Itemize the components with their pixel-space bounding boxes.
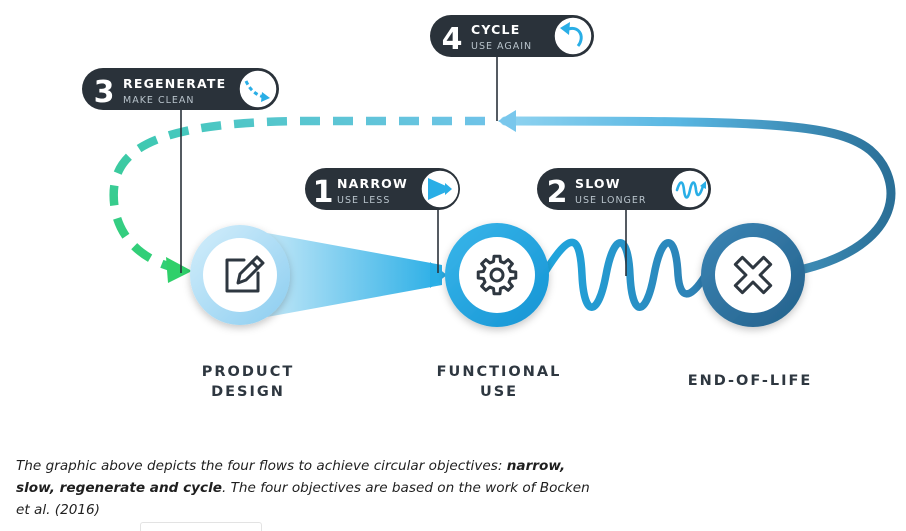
pill-regenerate-number: 3 xyxy=(94,75,115,110)
wave-icon xyxy=(675,181,706,199)
regenerate-arrowhead xyxy=(166,257,192,283)
caption-prefix: The graphic above depicts the four flows… xyxy=(16,458,507,474)
pill-slow-subtitle: USE LONGER xyxy=(575,195,647,206)
pill-narrow-title: NARROW xyxy=(337,176,408,191)
pill-narrow-number: 1 xyxy=(313,175,334,210)
pill-cycle: 4 CYCLE USE AGAIN xyxy=(430,15,594,57)
pill-cycle-number: 4 xyxy=(442,22,463,57)
partial-box xyxy=(140,522,262,531)
narrow-flow-cone xyxy=(240,228,442,322)
caption-bold: narrow, slow, regenerate and cycle xyxy=(16,458,566,496)
node-label-functional-use-1: FUNCTIONAL xyxy=(437,364,562,380)
node-functional-use xyxy=(445,223,549,327)
x-cross-icon xyxy=(733,255,773,295)
pill-narrow-subtitle: USE LESS xyxy=(337,195,390,206)
gear-icon xyxy=(476,254,518,296)
narrow-arrowhead xyxy=(430,262,447,288)
slow-wave-flow xyxy=(541,238,709,311)
caption: The graphic above depicts the four flows… xyxy=(16,455,606,521)
pill-regenerate-subtitle: MAKE CLEAN xyxy=(123,95,194,106)
node-label-functional-use-2: USE xyxy=(480,384,518,400)
narrow-flow-icon xyxy=(428,178,452,200)
cycle-arrowhead xyxy=(498,110,516,132)
pill-cycle-subtitle: USE AGAIN xyxy=(471,41,532,52)
dashed-arrow-icon xyxy=(244,80,270,102)
pill-slow: 2 SLOW USE LONGER xyxy=(537,168,711,210)
pill-narrow: 1 NARROW USE LESS xyxy=(305,168,460,210)
regenerate-dashed-arrow xyxy=(109,116,485,273)
pill-regenerate: 3 REGENERATE MAKE CLEAN xyxy=(82,68,279,110)
pill-slow-number: 2 xyxy=(547,175,568,210)
circular-flows-diagram: PRODUCT DESIGN FUNCTIONAL USE END-OF-LIF… xyxy=(82,15,896,400)
cycle-loop-arrow xyxy=(500,116,896,275)
node-label-product-design-2: DESIGN xyxy=(211,384,285,400)
caption-suffix: . The four objectives are based on the w… xyxy=(16,480,590,518)
pill-cycle-title: CYCLE xyxy=(471,22,520,37)
pill-regenerate-title: REGENERATE xyxy=(123,76,226,91)
pencil-edit-icon xyxy=(225,255,265,293)
node-end-of-life xyxy=(701,223,805,327)
node-label-end-of-life: END-OF-LIFE xyxy=(688,373,813,389)
pill-slow-title: SLOW xyxy=(575,176,621,191)
node-label-product-design-1: PRODUCT xyxy=(202,364,294,380)
cycle-arrow-icon xyxy=(560,22,583,47)
